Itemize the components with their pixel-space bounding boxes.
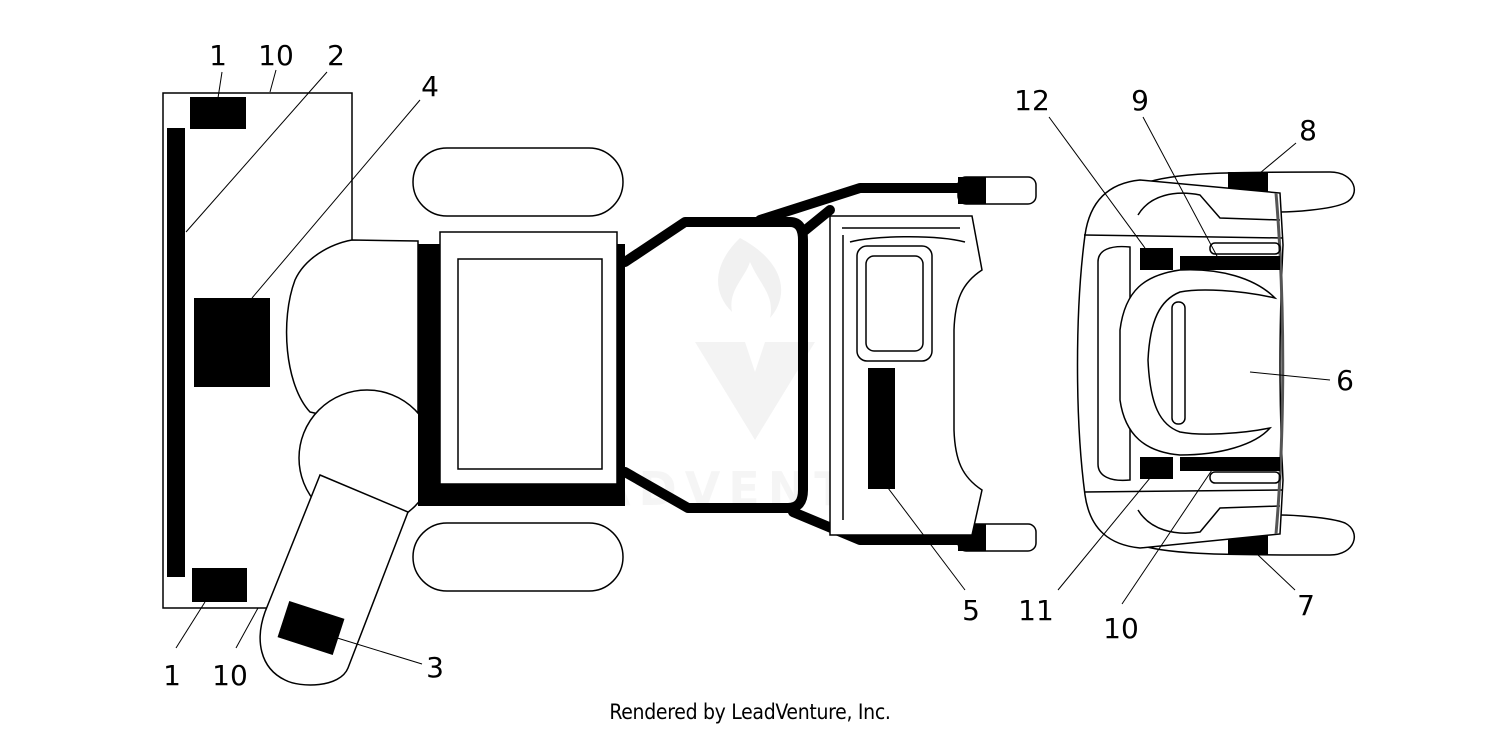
- console-housing: [1076, 179, 1284, 549]
- engine-top-panel: [457, 258, 603, 470]
- decal-11: [1140, 457, 1173, 479]
- callout-3: 3: [426, 651, 444, 684]
- fuel-cap: [856, 245, 933, 362]
- decal-5: [868, 368, 895, 489]
- callout-7: 7: [1297, 589, 1315, 622]
- decal-9: [1180, 256, 1280, 270]
- engine-right-bar: [617, 244, 625, 506]
- engine-base-bar: [440, 484, 623, 506]
- console-view: [1076, 171, 1355, 556]
- callout-2: 2: [327, 39, 345, 72]
- callout-10-console: 10: [1103, 612, 1139, 645]
- wheel-bottom: [412, 522, 624, 592]
- callout-4: 4: [421, 70, 439, 103]
- decal-4: [194, 298, 270, 387]
- callout-8: 8: [1299, 114, 1317, 147]
- callout-10-top: 10: [258, 39, 294, 72]
- console-slot: [1171, 301, 1186, 425]
- engine-body: [439, 231, 618, 485]
- callout-1-bottom: 1: [163, 659, 181, 692]
- engine-side-bar: [418, 244, 440, 506]
- callout-12: 12: [1014, 84, 1050, 117]
- callout-1-top: 1: [209, 39, 227, 72]
- decal-12: [1140, 248, 1173, 270]
- decal-1-top: [190, 97, 246, 129]
- leader-lines: [175, 69, 1331, 665]
- wheel-top: [412, 147, 624, 217]
- grip-top-dark: [958, 177, 986, 204]
- decal-2: [167, 128, 185, 577]
- callout-labels: 1 10 2 4 1 10 3 5 12 9 8 6 11 10 7: [163, 39, 1354, 692]
- callout-9: 9: [1131, 84, 1149, 117]
- callout-10-bottom: 10: [212, 659, 248, 692]
- callout-11: 11: [1018, 594, 1054, 627]
- callout-5: 5: [962, 594, 980, 627]
- mower-top-view: [162, 92, 1037, 686]
- rendered-by-footer: Rendered by LeadVenture, Inc.: [609, 700, 891, 724]
- decal-10-console: [1180, 457, 1280, 471]
- decal-3: [277, 600, 345, 656]
- decal-1-bottom: [192, 568, 247, 602]
- callout-6: 6: [1336, 364, 1354, 397]
- control-panel: [829, 215, 983, 536]
